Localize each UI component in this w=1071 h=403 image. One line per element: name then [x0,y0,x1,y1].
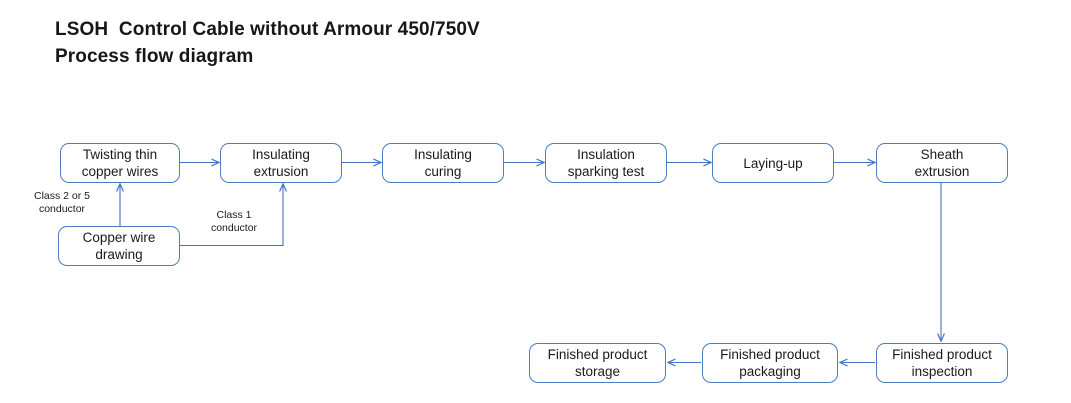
title-line-1: LSOH Control Cable without Armour 450/75… [55,19,480,40]
node-label: Sheath extrusion [914,147,970,179]
node-label: Copper wire drawing [82,230,156,262]
node-label: Laying-up [743,155,803,171]
node-insulation-sparking-test[interactable]: Insulation sparking test [545,143,667,183]
node-label: Finished product inspection [892,347,992,379]
node-label: Insulation sparking test [567,147,645,179]
node-finished-product-storage[interactable]: Finished product storage [529,343,666,383]
node-label: Insulating curing [414,147,472,179]
node-twisting-thin-copper-wires[interactable]: Twisting thin copper wires [60,143,180,183]
node-finished-product-packaging[interactable]: Finished product packaging [702,343,838,383]
node-finished-product-inspection[interactable]: Finished product inspection [876,343,1008,383]
node-copper-wire-drawing[interactable]: Copper wire drawing [58,226,180,266]
node-label: Finished product storage [547,347,648,379]
title-line-2: Process flow diagram [55,46,254,67]
node-label: Finished product packaging [720,347,820,379]
node-sheath-extrusion[interactable]: Sheath extrusion [876,143,1008,183]
annotation-class-1-conductor: Class 1 conductor [210,209,258,234]
node-insulating-curing[interactable]: Insulating curing [382,143,504,183]
page-title: LSOH Control Cable without Armour 450/75… [55,16,755,70]
node-label: Twisting thin copper wires [81,147,159,179]
node-laying-up[interactable]: Laying-up [712,143,834,183]
node-insulating-extrusion[interactable]: Insulating extrusion [220,143,342,183]
node-label: Insulating extrusion [252,147,310,179]
annotation-class-2-or-5-conductor: Class 2 or 5 conductor [33,190,91,215]
